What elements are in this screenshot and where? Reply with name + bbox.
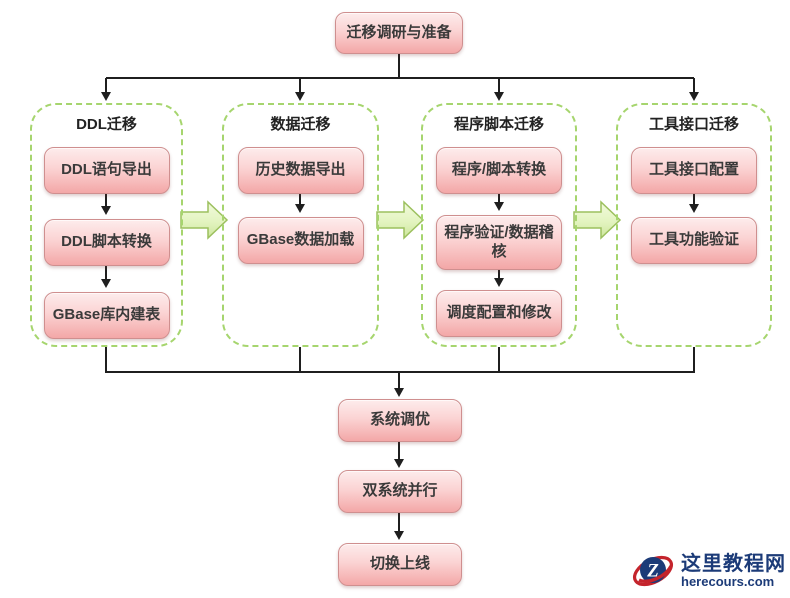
- flow-node-research-prep: 迁移调研与准备: [335, 12, 463, 54]
- phase-group-title: 程序脚本迁移: [453, 116, 544, 133]
- phase-group-script-migration: 程序脚本迁移 程序/脚本转换 程序验证/数据稽核 调度配置和修改: [421, 103, 577, 347]
- flow-node-history-export: 历史数据导出: [237, 147, 364, 194]
- flow-node-dual-run: 双系统并行: [338, 470, 462, 513]
- site-domain: herecours.com: [681, 573, 775, 589]
- phase-group-title: DDL迁移: [76, 116, 137, 133]
- flow-node-verify-audit: 程序验证/数据稽核: [436, 215, 562, 270]
- flow-node-script-convert: 程序/脚本转换: [436, 147, 562, 194]
- site-logo-icon: Z: [633, 555, 673, 587]
- flow-node-schedule-config: 调度配置和修改: [436, 290, 562, 337]
- phase-group-title: 数据迁移: [270, 116, 331, 133]
- site-logo-text: 这里教程网 herecours.com: [681, 552, 786, 589]
- flow-node-gbase-tables: GBase库内建表: [43, 292, 170, 339]
- phase-group-data-migration: 数据迁移 历史数据导出 GBase数据加载: [222, 103, 379, 347]
- phase-group-title: 工具接口迁移: [648, 116, 739, 133]
- flow-node-ddl-convert: DDL脚本转换: [43, 219, 170, 266]
- flow-node-ddl-export: DDL语句导出: [43, 147, 170, 194]
- flow-node-tool-config: 工具接口配置: [631, 147, 757, 194]
- flow-node-tool-verify: 工具功能验证: [631, 217, 757, 264]
- flow-node-cutover: 切换上线: [338, 543, 462, 586]
- phase-group-ddl-migration: DDL迁移 DDL语句导出 DDL脚本转换 GBase库内建表: [30, 103, 183, 347]
- site-name: 这里教程网: [681, 552, 786, 575]
- logo-monogram: Z: [646, 561, 659, 582]
- flow-node-gbase-load: GBase数据加载: [237, 217, 364, 264]
- flow-node-system-tuning: 系统调优: [338, 399, 462, 442]
- site-watermark: Z 这里教程网 herecours.com: [631, 549, 786, 593]
- flow-connectors: [105, 54, 695, 534]
- phase-group-tool-migration: 工具接口迁移 工具接口配置 工具功能验证: [616, 103, 772, 347]
